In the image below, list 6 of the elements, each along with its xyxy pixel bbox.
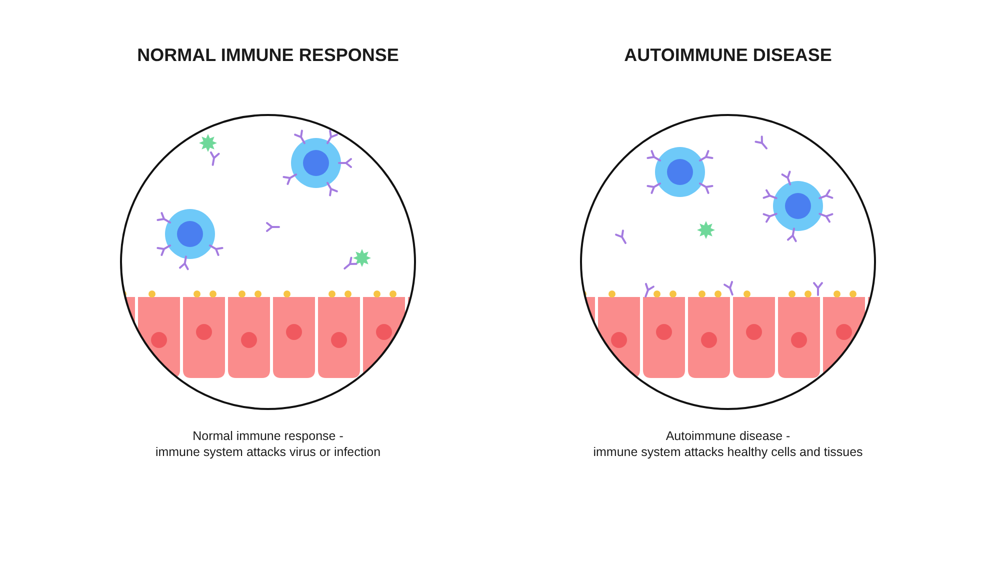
caption-text: immune system attacks healthy cells and tissues <box>592 445 864 459</box>
panel-heading: AUTOIMMUNE DISEASE <box>623 45 833 66</box>
panel-heading: NORMAL IMMUNE RESPONSE <box>136 45 400 66</box>
caption-text: immune system attacks virus or infection <box>154 445 382 459</box>
caption-text: Normal immune response - <box>192 429 344 443</box>
caption-text: Autoimmune disease - <box>664 429 792 443</box>
